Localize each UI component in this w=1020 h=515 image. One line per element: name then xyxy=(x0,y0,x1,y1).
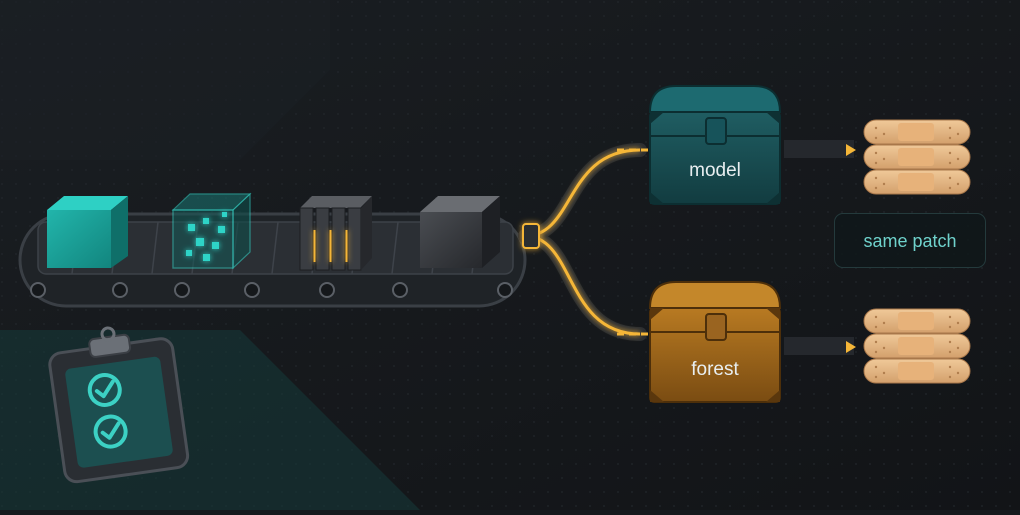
dark-corner-shape xyxy=(0,0,330,160)
glass-cube-icon xyxy=(171,192,252,270)
metal-cube-icon xyxy=(420,196,500,268)
forest-chest-icon xyxy=(648,281,782,403)
bandage-stack-top-icon xyxy=(863,119,971,195)
clipboard-checklist-icon xyxy=(48,326,190,484)
sliced-block-icon xyxy=(299,196,372,271)
bandage-stack-bottom-icon xyxy=(863,308,971,384)
forest-output-arrow xyxy=(784,337,856,355)
model-label: model xyxy=(689,160,741,181)
model-chest-icon xyxy=(648,85,782,205)
model-output-arrow xyxy=(784,140,856,158)
solid-cube-icon xyxy=(47,196,128,268)
forest-label: forest xyxy=(691,359,739,380)
split-path xyxy=(518,143,650,341)
same-patch-note xyxy=(834,213,986,268)
same-patch-label: same patch xyxy=(863,231,957,251)
